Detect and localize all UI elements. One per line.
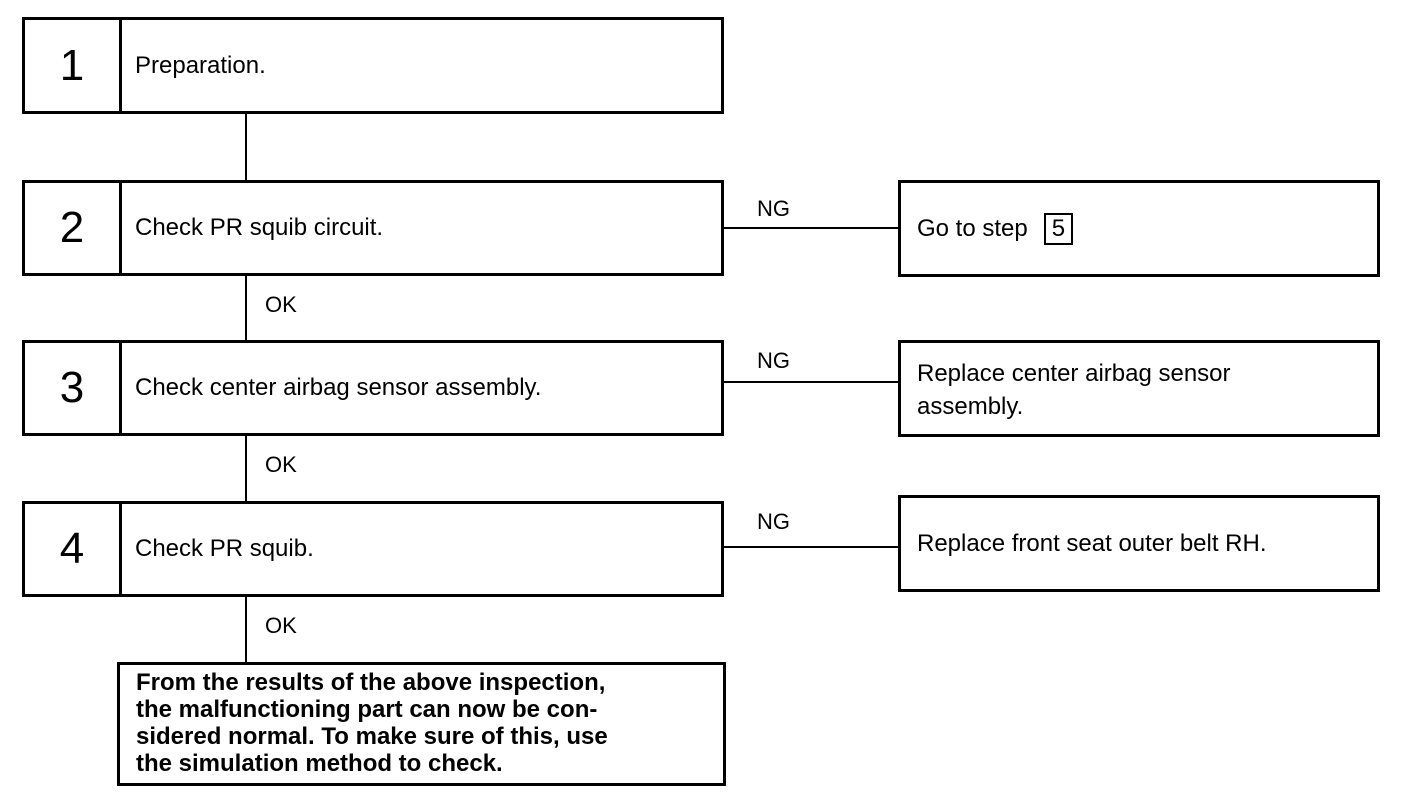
ng-label-step-2: NG <box>757 196 790 221</box>
final-result-box: From the results of the above inspection… <box>117 662 726 786</box>
step-3-text: Check center airbag sensor assembly. <box>135 374 542 401</box>
replace-belt-box: Replace front seat outer belt RH. <box>898 495 1380 592</box>
step-3-box: 3 Check center airbag sensor assembly. <box>22 340 724 436</box>
step-2-text: Check PR squib circuit. <box>135 214 384 241</box>
ng-arrow-step-2 <box>724 227 898 229</box>
ng-arrow-step-3 <box>724 381 898 383</box>
step-1-box: 1 Preparation. <box>22 17 724 114</box>
final-line-3: sidered normal. To make sure of this, us… <box>136 723 608 750</box>
ng-label-step-4: NG <box>757 509 790 534</box>
connector-1-2 <box>245 114 247 180</box>
final-line-1: From the results of the above inspection… <box>136 669 606 696</box>
replace-sensor-line2: assembly. <box>917 393 1024 420</box>
step-4-number: 4 <box>25 504 122 594</box>
step-4-text: Check PR squib. <box>135 535 314 562</box>
step-4-box: 4 Check PR squib. <box>22 501 724 597</box>
step-1-number: 1 <box>25 20 122 111</box>
replace-sensor-line1: Replace center airbag sensor <box>917 360 1231 387</box>
connector-2-3 <box>245 276 247 340</box>
step-3-number: 3 <box>25 343 122 433</box>
final-line-2: the malfunctioning part can now be con- <box>136 696 598 723</box>
replace-belt-text: Replace front seat outer belt RH. <box>917 530 1267 557</box>
ok-label-step-4: OK <box>265 613 297 638</box>
ng-label-step-3: NG <box>757 348 790 373</box>
replace-sensor-box: Replace center airbag sensor assembly. <box>898 340 1380 437</box>
ng-arrow-step-4 <box>724 546 898 548</box>
go-to-step-text: Go to step <box>917 215 1028 242</box>
ok-label-step-2: OK <box>265 292 297 317</box>
connector-3-4 <box>245 436 247 501</box>
step-2-number: 2 <box>25 183 122 273</box>
connector-4-final <box>245 597 247 662</box>
go-to-step-box: Go to step 5 <box>898 180 1380 277</box>
step-reference[interactable]: 5 <box>1043 212 1074 245</box>
step-1-text: Preparation. <box>135 51 266 79</box>
ok-label-step-3: OK <box>265 452 297 477</box>
step-2-box: 2 Check PR squib circuit. <box>22 180 724 276</box>
final-line-4: the simulation method to check. <box>136 750 503 777</box>
